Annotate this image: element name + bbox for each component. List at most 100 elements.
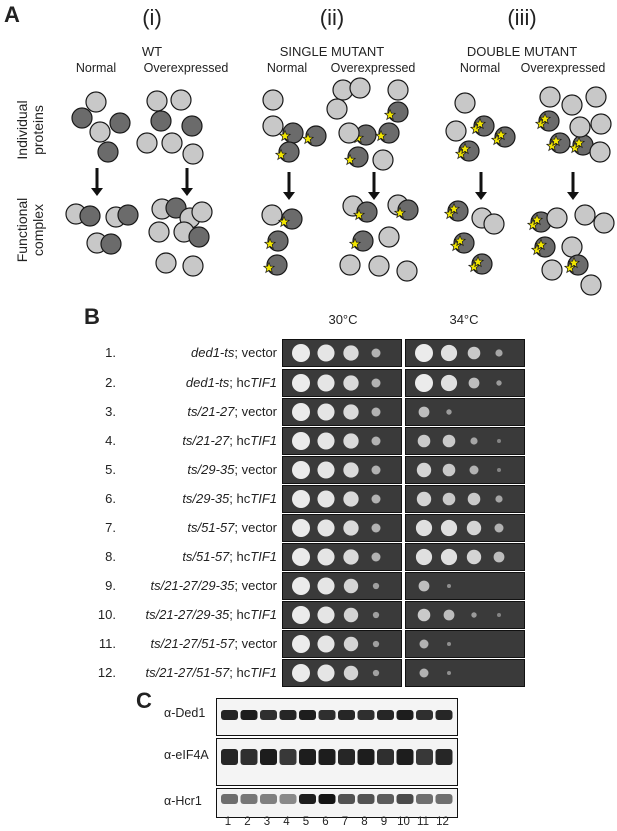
protein-band xyxy=(299,794,316,804)
yeast-spot xyxy=(292,519,310,537)
blot-hcr1 xyxy=(216,788,458,818)
dark-protein xyxy=(352,230,374,252)
yeast-spot xyxy=(440,519,458,537)
protein-band xyxy=(318,794,336,804)
light-protein xyxy=(170,89,192,111)
yeast-spot xyxy=(343,578,359,594)
protein-band xyxy=(279,749,297,765)
strain-label: ts/29-35; hcTIF1 xyxy=(182,491,277,506)
row-number: 5. xyxy=(105,462,116,477)
mutation-star-icon xyxy=(262,261,276,274)
yeast-spot xyxy=(415,374,433,392)
yeast-spot xyxy=(443,609,455,621)
yeast-spot xyxy=(418,580,430,592)
yeast-spot xyxy=(440,374,458,392)
yeast-spot xyxy=(372,611,380,619)
yeast-spot xyxy=(292,374,310,392)
strain-suffix: ; hc xyxy=(229,549,251,564)
mutation-star-icon xyxy=(374,129,388,142)
strain-name: ts/21-27/51-57 xyxy=(145,665,230,680)
gene-name: TIF1 xyxy=(250,433,277,448)
yeast-spot xyxy=(292,664,310,682)
light-protein xyxy=(349,77,371,99)
protein-band xyxy=(279,710,297,720)
yeast-spot xyxy=(417,434,431,448)
dark-protein xyxy=(150,110,172,132)
antibody-hcr1: α-Hcr1 xyxy=(164,794,202,808)
yeast-spot xyxy=(317,344,335,362)
yeast-spot xyxy=(372,640,380,648)
light-protein xyxy=(589,141,611,163)
protein-band xyxy=(240,794,258,804)
yeast-spot xyxy=(440,548,458,566)
protein-band xyxy=(357,749,375,765)
yeast-spot xyxy=(317,664,335,682)
mutation-star-icon xyxy=(263,237,277,250)
protein-band xyxy=(299,710,316,720)
lane-number: 12 xyxy=(436,816,449,828)
yeast-spot xyxy=(493,551,505,563)
temp-30: 30°C xyxy=(328,312,358,327)
protein-band xyxy=(338,794,355,804)
mutation-star-icon xyxy=(343,153,357,166)
group-roman-ii: (ii) xyxy=(319,5,345,30)
plate-30c xyxy=(282,572,402,600)
yeast-spot xyxy=(371,407,381,417)
yeast-spot xyxy=(469,465,479,475)
light-protein xyxy=(454,92,476,114)
yeast-spot xyxy=(343,462,359,478)
dark-protein xyxy=(97,141,119,163)
yeast-spot xyxy=(419,639,429,649)
yeast-spot xyxy=(468,377,480,389)
mutation-star-icon xyxy=(443,207,457,220)
group-roman-iii: (iii) xyxy=(507,5,537,30)
yeast-spot xyxy=(418,406,430,418)
yeast-spot xyxy=(317,432,335,450)
arrow-down-icon xyxy=(91,188,103,196)
mutation-star-icon xyxy=(352,208,366,221)
cond-normal-2: Normal xyxy=(266,61,308,75)
antibody-eif4a: α-eIF4A xyxy=(164,748,209,762)
yeast-spot xyxy=(292,403,310,421)
yeast-spot xyxy=(292,344,310,362)
arrow-down-icon xyxy=(283,192,295,200)
panel-a-letter: A xyxy=(4,2,20,27)
plate-34c xyxy=(405,659,525,687)
dark-protein xyxy=(305,125,327,147)
light-protein xyxy=(85,91,107,113)
dark-protein xyxy=(356,201,378,223)
strain-suffix: ; vector xyxy=(234,578,277,593)
yeast-spot xyxy=(467,492,481,506)
cond-over-1: Overexpressed xyxy=(143,61,229,75)
light-protein xyxy=(326,98,348,120)
yeast-spot xyxy=(371,494,381,504)
plate-30c xyxy=(282,630,402,658)
strain-suffix: ; hc xyxy=(229,491,251,506)
yeast-spot xyxy=(372,582,380,590)
yeast-spot xyxy=(317,490,335,508)
strain-label: ts/21-27/51-57; hcTIF1 xyxy=(145,665,277,680)
yeast-spot xyxy=(317,577,335,595)
strain-label: ts/29-35; vector xyxy=(187,462,277,477)
mutation-star-icon xyxy=(545,139,559,152)
cond-over-2: Overexpressed xyxy=(330,61,416,75)
mutation-star-icon xyxy=(549,134,563,147)
mutation-star-icon xyxy=(348,237,362,250)
yeast-spot xyxy=(371,436,381,446)
yeast-spot xyxy=(447,671,451,675)
strain-label: ts/21-27/51-57; vector xyxy=(151,636,277,651)
light-protein xyxy=(378,226,400,248)
lane-number: 1 xyxy=(224,816,232,828)
mutation-star-icon xyxy=(530,213,544,226)
protein-band xyxy=(260,710,277,720)
light-protein xyxy=(539,86,561,108)
plate-34c xyxy=(405,339,525,367)
row-number: 3. xyxy=(105,404,116,419)
yeast-spot xyxy=(371,552,381,562)
plate-30c xyxy=(282,485,402,513)
plate-30c xyxy=(282,456,402,484)
gene-name: TIF1 xyxy=(250,491,277,506)
yeast-spot xyxy=(442,492,456,506)
light-protein xyxy=(148,221,170,243)
group-header-double: DOUBLE MUTANT xyxy=(466,44,578,59)
